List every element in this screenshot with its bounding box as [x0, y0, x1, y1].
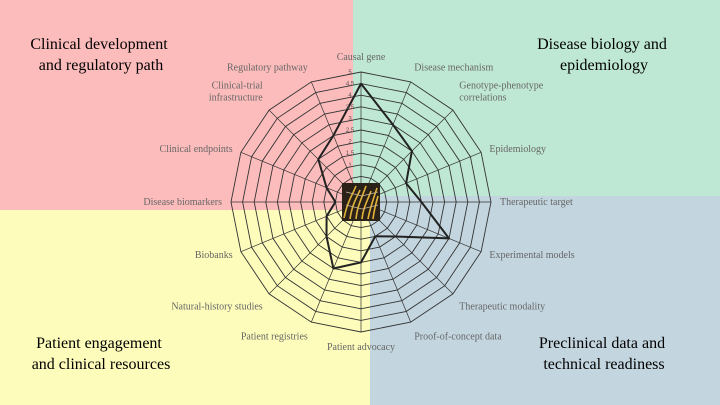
clinical-quadrant-background: [0, 0, 353, 210]
radar-spoke: [366, 81, 412, 190]
preclinical-quadrant-title: Preclinical data and technical readiness: [539, 335, 669, 373]
radar-tick-label: 2.5: [346, 128, 355, 134]
axis-label: Regulatory pathway: [227, 63, 308, 74]
radar-spoke: [240, 151, 349, 197]
radar-tick-label: 3.5: [346, 105, 355, 111]
biology-quadrant-title: Disease biology and epidemiology: [537, 36, 671, 74]
radar-spoke: [268, 109, 352, 193]
readiness-profile-line: [317, 82, 450, 270]
axis-label: Clinical endpoints: [160, 144, 233, 155]
radar-tick-label: 1.5: [346, 151, 355, 157]
radar-spoke: [366, 214, 412, 323]
axis-label: Therapeutic target: [500, 197, 573, 208]
axis-label: Patient advocacy: [327, 342, 395, 353]
axis-label: Epidemiology: [489, 144, 546, 155]
radar-spoke: [240, 207, 349, 253]
radar-spoke: [373, 207, 482, 253]
radar-tick-label: 1: [348, 163, 352, 169]
axis-label: Disease mechanism: [414, 63, 493, 74]
preclinical-quadrant-background: [370, 196, 720, 405]
radar-spokes: [231, 72, 491, 332]
radar-tick-label: 5: [348, 70, 352, 76]
radar-tick-label: 4.5: [346, 82, 355, 88]
axis-label: Biobanks: [195, 250, 233, 261]
radar-tick-labels: 1 1.5 2 2.5 3 3.5 4 4.5 5: [346, 70, 355, 169]
axis-label: Natural-history studies: [171, 301, 262, 312]
axis-label: Therapeutic modality: [459, 301, 545, 312]
radar-tick-label: 4: [348, 93, 352, 99]
radar-tick-label: 3: [348, 116, 352, 122]
patient-quadrant-title: Patient engagement and clinical resource…: [32, 335, 171, 373]
radar-tick-label: 2: [348, 140, 352, 146]
axis-label: Proof-of-concept data: [414, 331, 502, 342]
radar-spoke: [370, 211, 454, 295]
center-emblem: [342, 183, 380, 221]
axis-label: Disease biomarkers: [143, 197, 222, 208]
axis-label: Patient registries: [241, 331, 308, 342]
radar-spoke: [373, 151, 482, 197]
patient-quadrant-background: [0, 210, 370, 405]
axis-label: Experimental models: [489, 250, 574, 261]
radar-spoke: [268, 211, 352, 295]
clinical-quadrant-title: Clinical development and regulatory path: [30, 36, 171, 74]
axis-label: Causal gene: [337, 52, 386, 63]
